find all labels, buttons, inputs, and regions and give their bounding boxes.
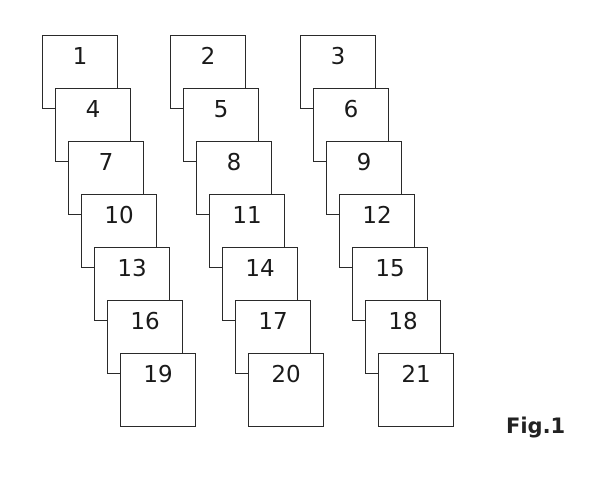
card-number: 5 (213, 97, 229, 123)
card-number: 19 (143, 362, 173, 388)
card-number: 10 (104, 203, 134, 229)
card-20: 20 (248, 353, 324, 427)
card-number: 9 (356, 150, 372, 176)
card-number: 4 (85, 97, 101, 123)
card-21: 21 (378, 353, 454, 427)
card-number: 13 (117, 256, 147, 282)
card-number: 18 (388, 309, 418, 335)
card-number: 14 (245, 256, 275, 282)
card-number: 12 (362, 203, 392, 229)
card-number: 20 (271, 362, 301, 388)
card-number: 2 (200, 44, 216, 70)
card-number: 6 (343, 97, 359, 123)
card-number: 15 (375, 256, 405, 282)
card-number: 8 (226, 150, 242, 176)
card-number: 1 (72, 44, 88, 70)
card-19: 19 (120, 353, 196, 427)
card-number: 11 (232, 203, 262, 229)
card-number: 3 (330, 44, 346, 70)
card-number: 7 (98, 150, 114, 176)
card-number: 17 (258, 309, 288, 335)
figure-label: Fig.1 (506, 414, 566, 438)
card-number: 21 (401, 362, 431, 388)
card-number: 16 (130, 309, 160, 335)
